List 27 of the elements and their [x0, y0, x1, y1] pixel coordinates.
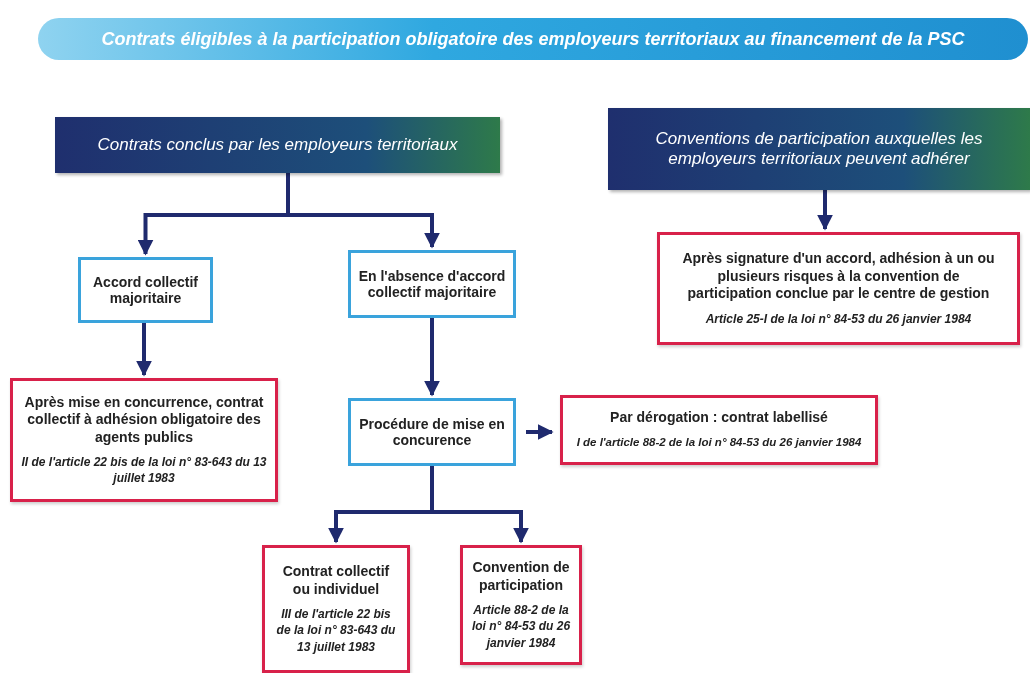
step-box: Procédure de mise en concurence	[348, 398, 516, 466]
step-box: En l'absence d'accord collectif majoritaire	[348, 250, 516, 318]
box-title: Convention de participation	[471, 559, 571, 595]
outcome-box	[262, 545, 410, 673]
legal-reference: Article 88-2 de la loi n° 84-53 du 26 janvier 1984	[471, 602, 571, 651]
connector-arrow	[136, 323, 152, 377]
box-title: Contrat collectif ou individuel	[281, 563, 391, 599]
outcome-box	[657, 232, 1020, 345]
legal-reference: Article 25-I de la loi n° 84-53 du 26 janvier 1984	[705, 310, 972, 327]
legal-reference: III de l'article 22 bis de la loi n° 83-643 du 13 juillet 1983	[275, 606, 397, 655]
box-title: Par dérogation : contrat labellisé	[610, 409, 828, 427]
header-banner: Contrats conclus par les employeurs territoriaux	[55, 117, 500, 173]
outcome-box	[10, 378, 278, 502]
legal-reference: I de l'article 88-2 de la loi n° 84-53 du 26 janvier 1984	[576, 435, 862, 450]
connector-arrow	[286, 173, 440, 249]
step-box: Accord collectif majoritaire	[78, 257, 213, 323]
connector-arrow	[424, 318, 440, 397]
legal-reference: II de l'article 22 bis de la loi n° 83-643 du 13 juillet 1983	[21, 454, 267, 487]
connector-arrow	[817, 190, 833, 231]
header-banner: Conventions de participation auxquelles les employeurs territoriaux peuvent adhérer	[608, 108, 1030, 190]
connector-arrow	[526, 424, 554, 440]
connector-arrow	[430, 466, 529, 544]
outcome-box	[460, 545, 582, 665]
title-banner: Contrats éligibles à la participation obligatoire des employeurs territoriaux au financement de la PSC	[38, 18, 1028, 60]
box-title: Après mise en concurrence, contrat collectif à adhésion obligatoire des agents publics	[23, 393, 265, 447]
box-title: Après signature d'un accord, adhésion à un ou plusieurs risques à la convention de participation conclue par le centre de gestion	[681, 250, 996, 303]
outcome-box	[560, 395, 878, 465]
